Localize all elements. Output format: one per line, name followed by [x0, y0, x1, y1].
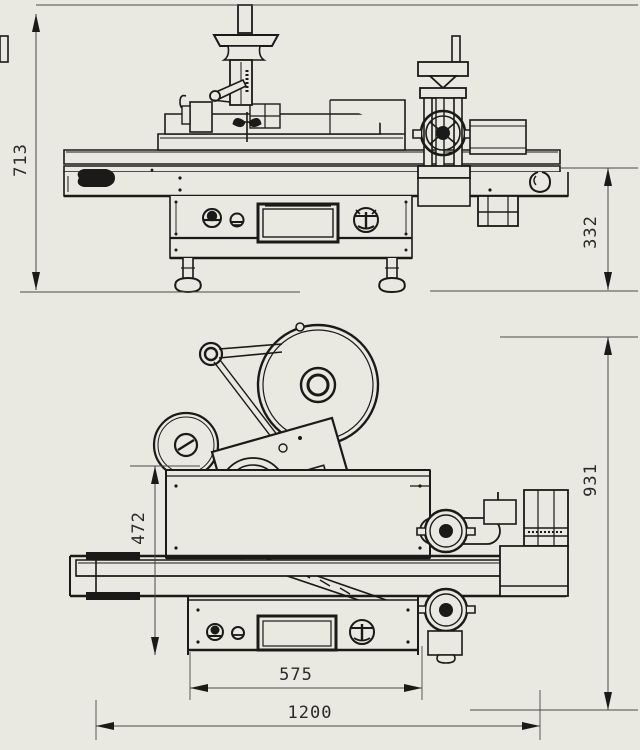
side-upper-deck: [165, 469, 431, 560]
dimension-575: [189, 646, 423, 700]
dimension-label-575: 575: [279, 665, 313, 685]
dimension-label-713: 713: [11, 143, 31, 177]
side-elevation-view: [69, 322, 569, 664]
idler-roller-arm: [198, 341, 283, 439]
dimension-label-931: 931: [581, 463, 601, 497]
side-roller-upper: [416, 492, 517, 554]
dimension-layer: [20, 4, 638, 740]
side-vertical-post: [499, 489, 569, 597]
right-handwheel-column: [0, 35, 527, 227]
dimension-713: [20, 4, 638, 293]
side-roller-lower: [416, 587, 476, 664]
vertical-column-assembly: [209, 4, 280, 142]
control-knob-1: [202, 208, 222, 228]
side-display-screen: [256, 614, 338, 652]
side-control-knob-2: [231, 626, 245, 640]
front-elevation-view: [0, 4, 569, 294]
conveyor-belt-assembly: [63, 149, 569, 198]
label-reel-small: [152, 411, 220, 479]
side-control-panel: [187, 596, 419, 655]
side-control-knob-1: [206, 623, 224, 641]
control-knob-2: [229, 212, 245, 228]
side-rotary-switch: [349, 619, 375, 645]
display-screen: [256, 202, 340, 244]
rotary-switch: [353, 207, 379, 233]
dimension-label-1200: 1200: [288, 703, 333, 723]
dimension-1200: [95, 690, 541, 740]
dimension-332: [430, 167, 638, 292]
machine-feet: [174, 258, 406, 294]
dimension-931: [470, 336, 638, 711]
dimension-label-472: 472: [129, 511, 149, 545]
control-cabinet: [169, 196, 413, 260]
upper-deck: [157, 94, 406, 151]
dimension-472: [130, 465, 200, 655]
dimension-label-332: 332: [581, 215, 601, 249]
